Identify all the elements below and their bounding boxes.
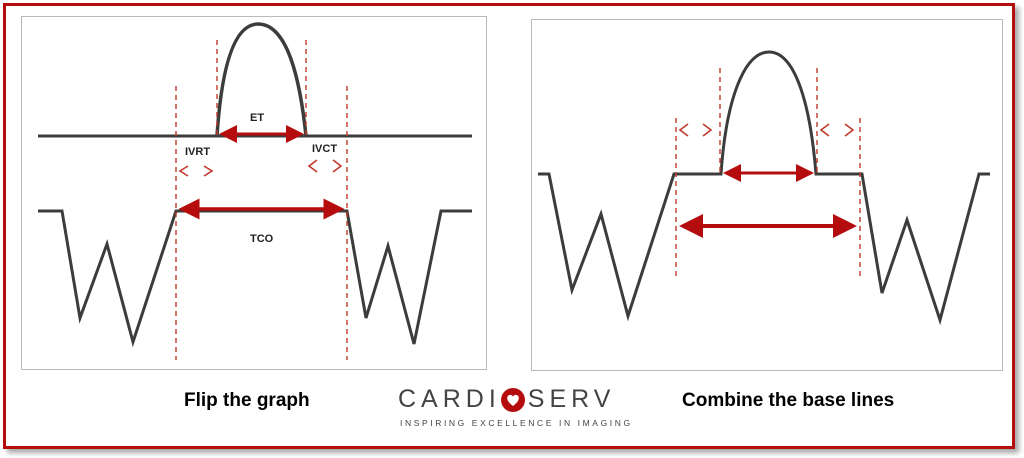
ivct-chevrons [307,159,343,173]
label-tco: TCO [250,233,274,245]
right-combined-trace [538,50,990,326]
cardioserv-logo: CARDI SERV INSPIRING EXCELLENCE IN IMAGIN… [398,385,630,435]
label-ivrt: IVRT [185,146,210,158]
right-ivct-chevrons [819,123,855,137]
caption-combine-baselines: Combine the base lines [682,390,895,411]
label-ivct: IVCT [312,143,337,155]
caption-flip-graph: Flip the graph [184,390,310,411]
logo-tagline: INSPIRING EXCELLENCE IN IMAGING [400,418,633,428]
left-lower-trace [38,209,472,348]
right-ivrt-chevrons [678,123,713,137]
left-et-dome [215,22,308,137]
left-panel-flip-graph [21,16,487,370]
left-dashed-guides [175,40,348,360]
cardioserv-heart-icon [501,388,525,412]
right-panel-combined-baselines [531,19,1003,371]
logo-word-left: CARDI [398,385,501,413]
logo-wordmark: CARDI SERV [398,385,615,414]
label-et: ET [250,112,264,124]
ivrt-chevrons [178,165,214,177]
logo-word-right: SERV [527,385,616,413]
